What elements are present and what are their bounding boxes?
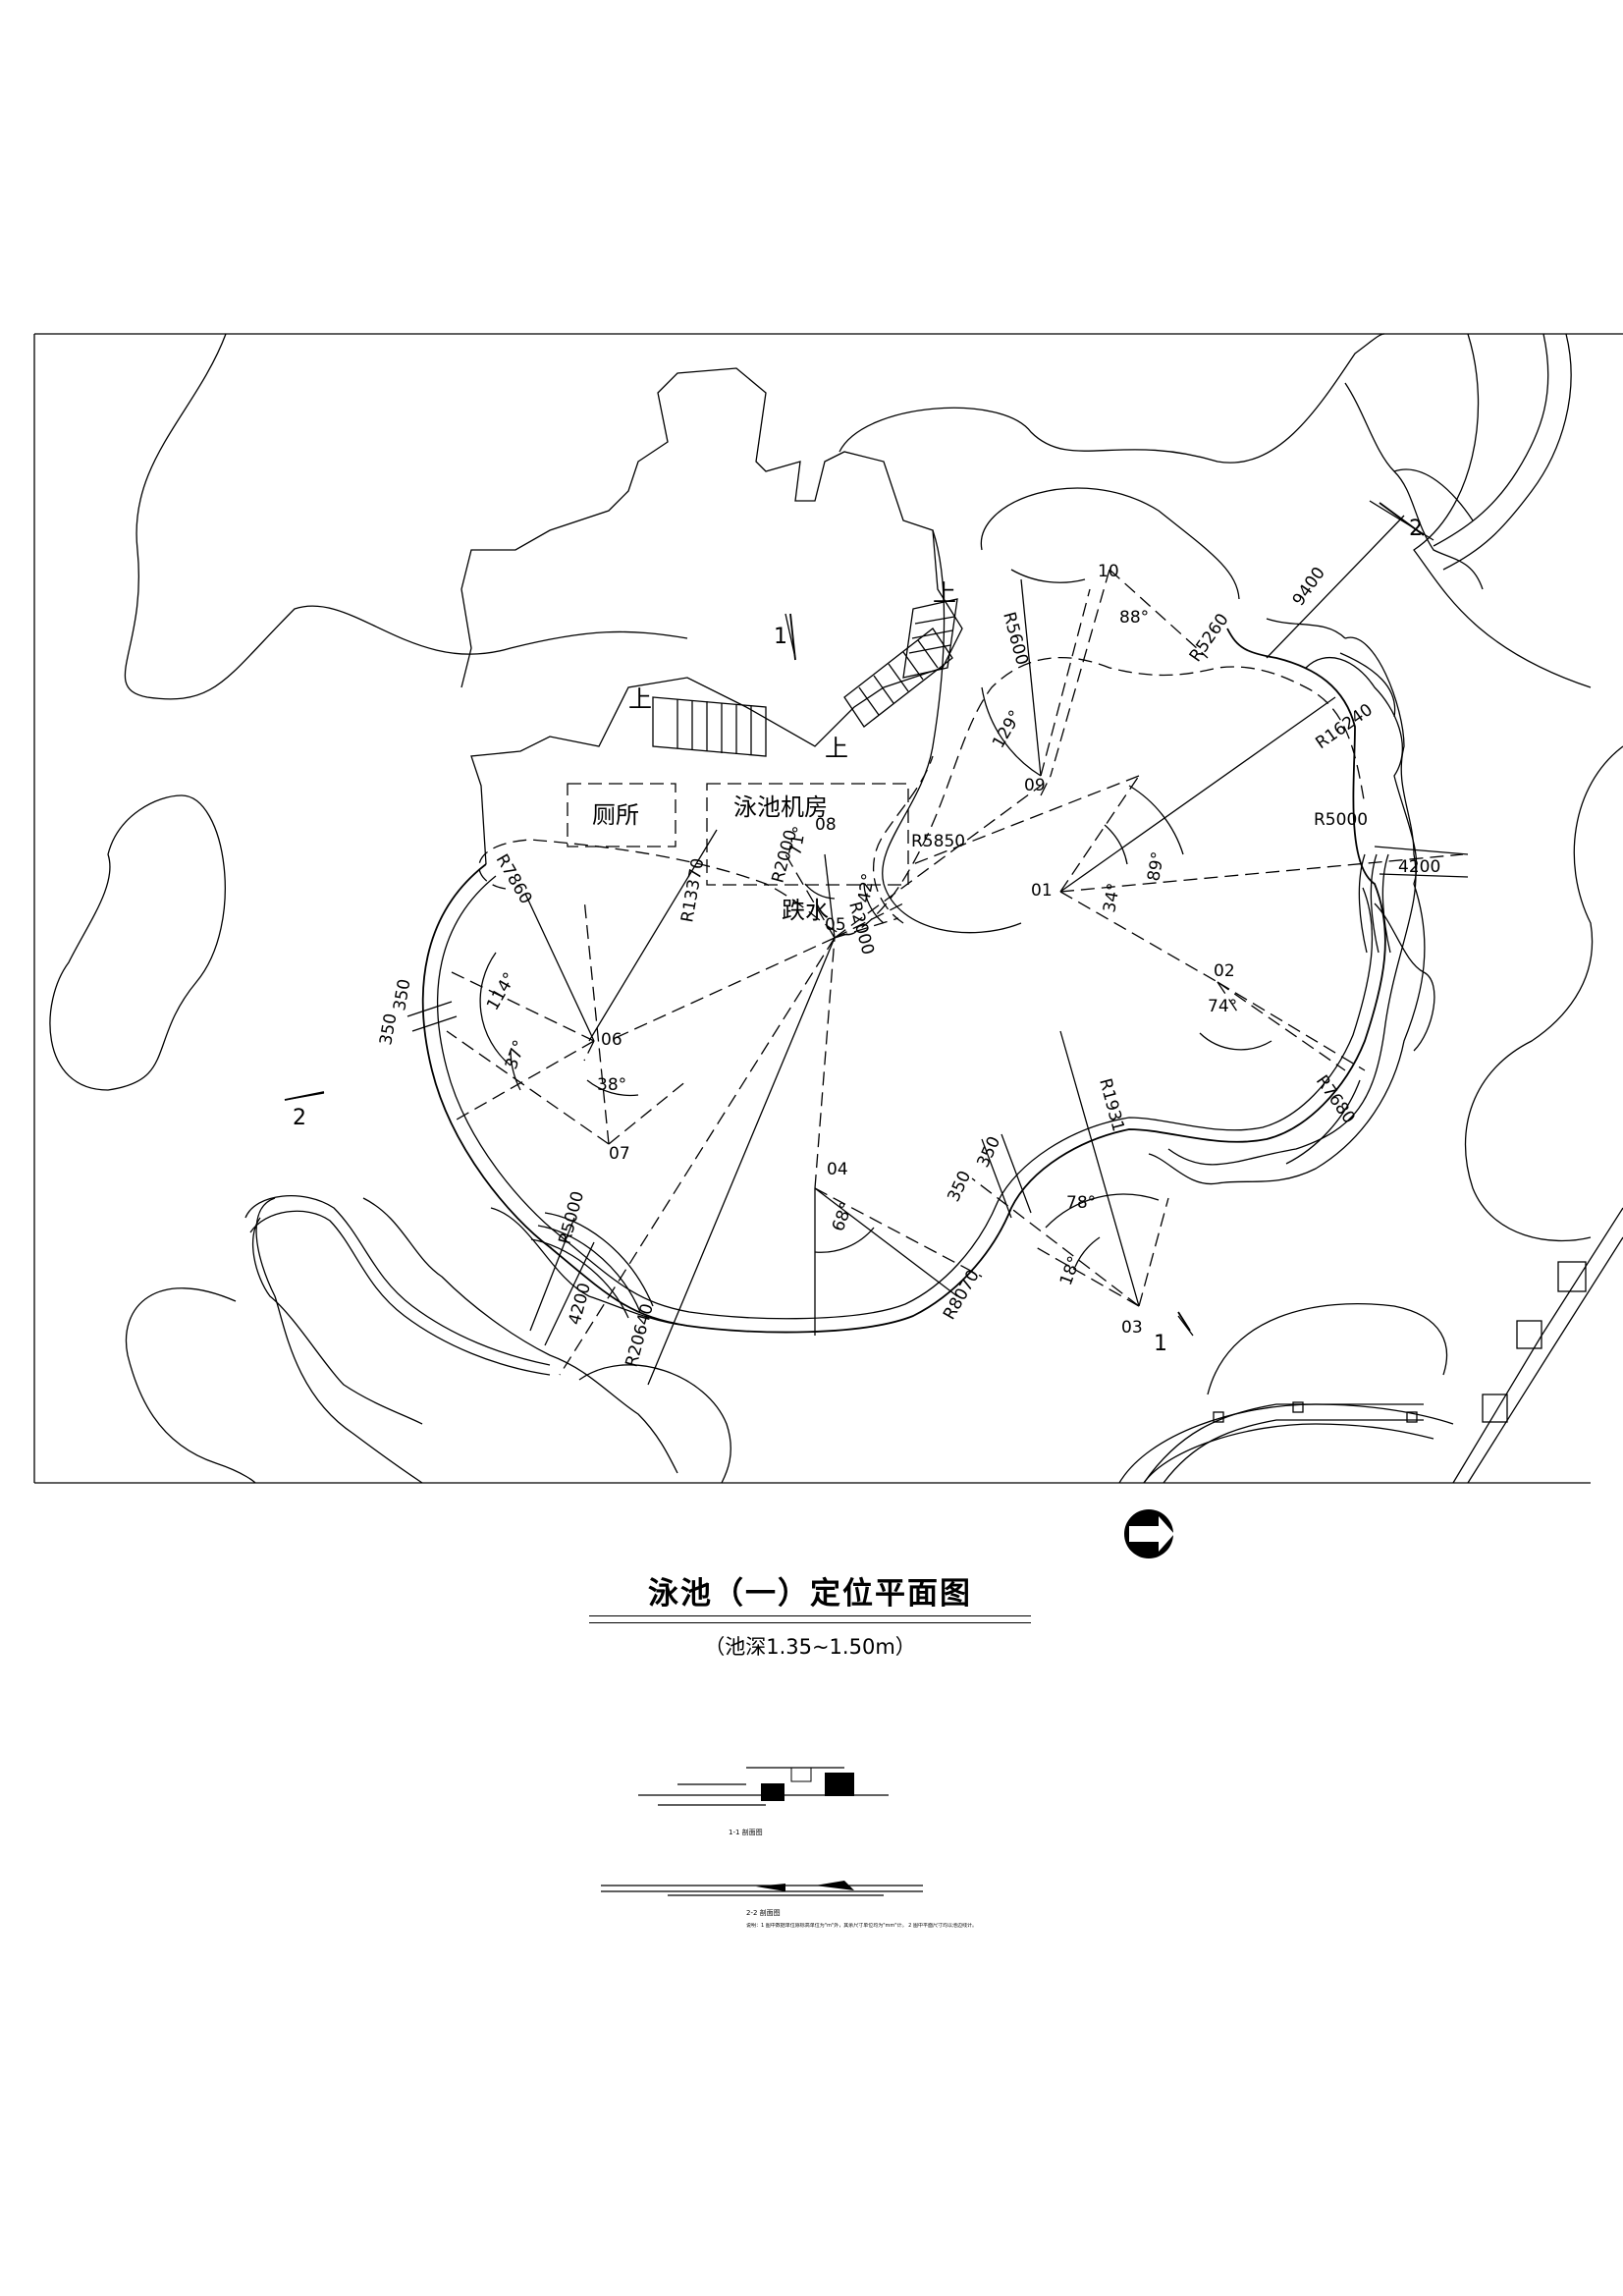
angle-74: 74° [1208, 997, 1237, 1016]
radius-r16240: R16240 [1312, 700, 1376, 753]
point-08: 08 [815, 815, 837, 835]
dimension-350-left-b: 350 [390, 977, 414, 1011]
step-arcs [530, 853, 1391, 1319]
title-block: 泳池（一）定位平面图 （池深1.35~1.50m） [589, 1576, 1031, 1661]
radius-r7860: R7860 [492, 851, 536, 908]
angle-34: 34° [1100, 882, 1124, 914]
landscape-outlines [49, 333, 1623, 1484]
point-02: 02 [1214, 961, 1235, 981]
radius-r13370: R13370 [677, 856, 708, 923]
drawing-title: 泳池（一）定位平面图 [648, 1576, 972, 1612]
pool-outline [421, 628, 1386, 1334]
section-notes: 说明：1 图中数据单位除标高单位为"m"外，其余尺寸单位均为"mm"计。 2 图… [746, 1923, 977, 1929]
steps-label-1: 上 [628, 685, 652, 713]
radius-r20640: R20640 [622, 1301, 658, 1369]
radius-r5000-right: R5000 [1314, 810, 1368, 830]
setout-lines [284, 500, 1469, 1386]
svg-text:1-1 剖面图: 1-1 剖面图 [729, 1828, 763, 1836]
angle-37: 37° [502, 1038, 530, 1072]
title-underline-2 [589, 1622, 1031, 1623]
angle-42: 42° [854, 872, 879, 904]
point-09: 09 [1024, 776, 1046, 795]
title-underline [589, 1615, 1031, 1616]
dimension-350-left-a: 350 [376, 1011, 401, 1046]
angle-78: 78° [1066, 1193, 1096, 1213]
angle-arcs [479, 569, 1272, 1268]
point-06: 06 [601, 1030, 622, 1050]
section-mark-1-bottom: 1 [1154, 1332, 1167, 1356]
angle-89: 89° [1144, 850, 1168, 883]
dimension-350-right-a: 350 [944, 1168, 975, 1205]
angle-38: 38° [597, 1075, 626, 1095]
point-01: 01 [1031, 881, 1053, 901]
steps-label-3: 上 [933, 579, 956, 607]
radius-r5850: R5850 [911, 832, 965, 851]
section-2-2-thumbnail: 2-2 剖面图 [601, 1881, 923, 1917]
north-arrow-icon [1124, 1509, 1174, 1558]
section-mark-2-left: 2 [293, 1106, 306, 1130]
dimension-4200-left: 4200 [566, 1281, 596, 1327]
room-boxes [567, 783, 909, 886]
drawing-frame [33, 333, 1623, 1484]
radius-r5260: R5260 [1186, 610, 1233, 666]
point-05: 05 [825, 915, 846, 935]
dimension-9400: 9400 [1289, 564, 1329, 610]
deck-outline [460, 367, 1417, 1166]
room-pump: 泳池机房 [733, 793, 828, 821]
dimension-350-right-b: 350 [973, 1133, 1004, 1171]
walkway [244, 1195, 1424, 1484]
angle-129: 129° [989, 707, 1026, 751]
section-1-1-thumbnail: 1-1 剖面图 [638, 1767, 889, 1836]
point-07: 07 [609, 1144, 630, 1164]
angle-68: 68° [829, 1200, 857, 1234]
section-markers [284, 502, 1425, 1332]
radius-r2000-b: R2000 [844, 900, 878, 957]
room-waterfall: 跌水 [782, 897, 829, 924]
point-04: 04 [827, 1160, 848, 1179]
stairs [652, 598, 958, 757]
room-toilet: 厕所 [592, 801, 639, 829]
section-mark-1-top: 1 [774, 625, 787, 649]
point-10: 10 [1098, 562, 1119, 581]
rock-edging [252, 382, 1484, 1474]
dimension-4200-right: 4200 [1398, 857, 1440, 877]
point-03: 03 [1121, 1318, 1143, 1338]
steps-label-2: 上 [825, 735, 848, 762]
angle-18: 18° [1056, 1254, 1085, 1288]
radius-r5000-left: R5000 [556, 1189, 589, 1246]
side-building [1452, 1207, 1623, 1484]
angle-71: 71° [785, 825, 810, 857]
svg-text:2-2 剖面图: 2-2 剖面图 [746, 1908, 781, 1917]
drawing-subtitle: （池深1.35~1.50m） [704, 1635, 916, 1659]
section-mark-2-right: 2 [1409, 517, 1423, 541]
angle-88: 88° [1119, 608, 1149, 628]
angle-114: 114° [483, 969, 520, 1013]
